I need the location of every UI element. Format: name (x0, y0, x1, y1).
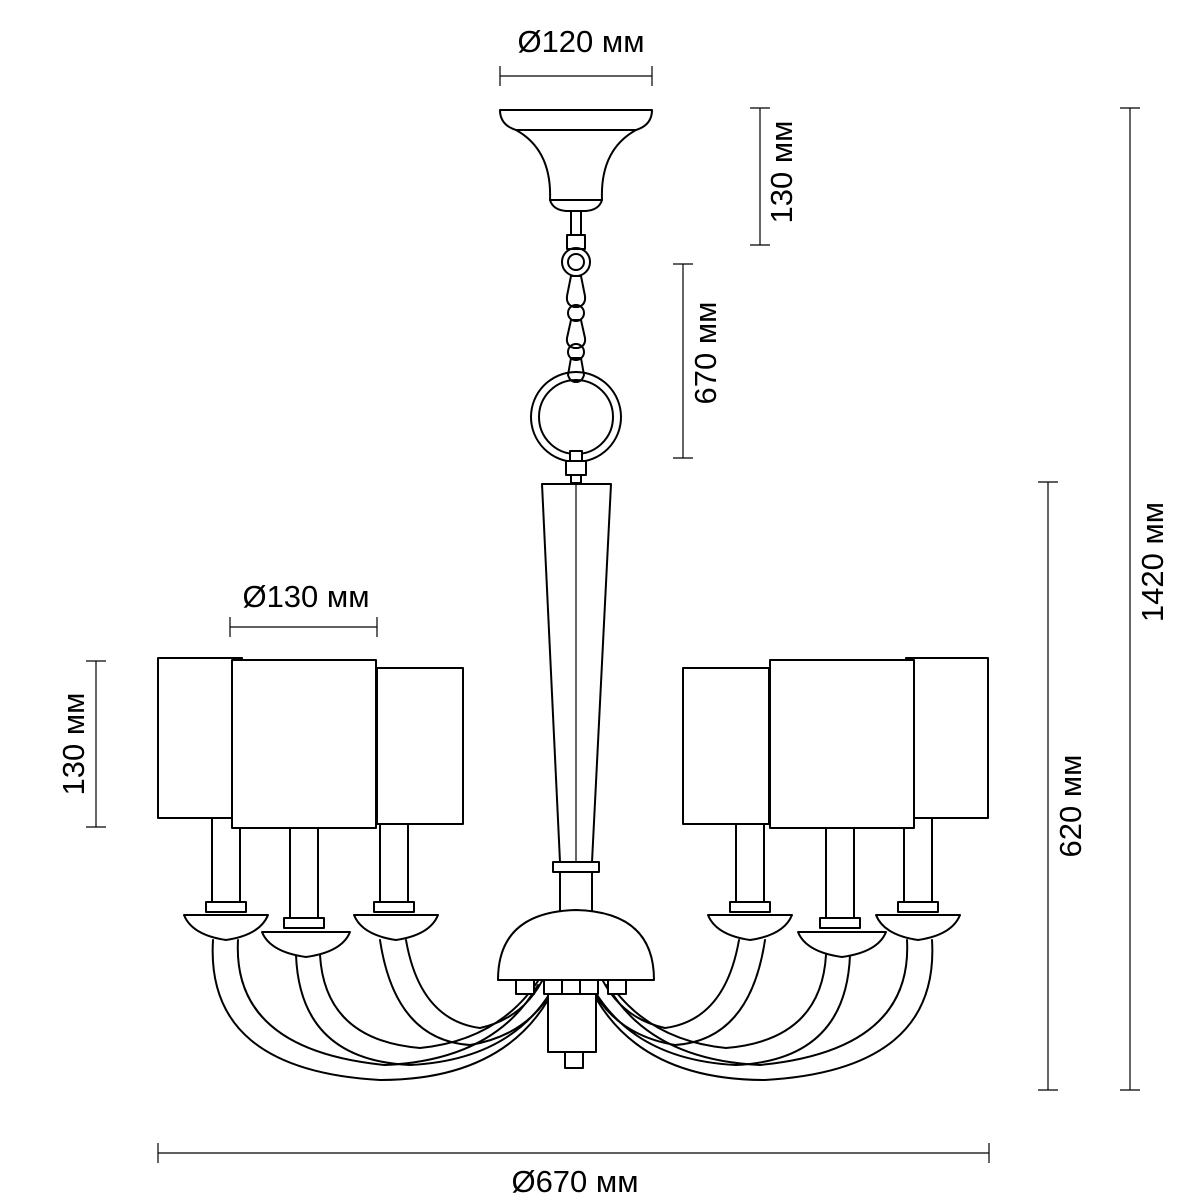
dim-shade-diameter: Ø130 мм (229, 579, 378, 637)
candle-holders-left (183, 817, 439, 958)
shade-left-front (231, 659, 377, 829)
shade-right-left (682, 667, 770, 825)
ceiling-canopy (499, 109, 653, 250)
central-dome (497, 909, 655, 1069)
dim-body-height: 620 мм (1038, 481, 1088, 1091)
overall-diameter-label: Ø670 мм (511, 1164, 638, 1199)
shade-left-right (376, 667, 464, 825)
dim-chain-length: 670 мм (673, 263, 723, 459)
central-stem (541, 483, 612, 913)
shade-left-back (157, 657, 243, 819)
candle-holders-right (707, 817, 961, 958)
shade-diameter-label: Ø130 мм (242, 579, 369, 614)
body-height-label: 620 мм (1053, 755, 1088, 858)
shade-height-label: 130 мм (56, 693, 91, 796)
dim-total-height: 1420 мм (1120, 107, 1170, 1091)
lamp-shades (157, 657, 989, 829)
dim-canopy-diameter: Ø120 мм (499, 24, 653, 86)
total-height-label: 1420 мм (1135, 502, 1170, 622)
dim-shade-height: 130 мм (56, 660, 106, 828)
arms-left (211, 939, 556, 1081)
dim-overall-diameter: Ø670 мм (157, 1143, 990, 1199)
chain (561, 247, 591, 383)
dim-canopy-height: 130 мм (750, 107, 799, 246)
shade-right-front (769, 659, 915, 829)
chain-length-label: 670 мм (688, 302, 723, 405)
decorative-ring (530, 371, 622, 484)
canopy-diameter-label: Ø120 мм (517, 24, 644, 59)
shade-right-back (905, 657, 989, 819)
canopy-height-label: 130 мм (764, 121, 799, 224)
arms-right (589, 939, 934, 1081)
